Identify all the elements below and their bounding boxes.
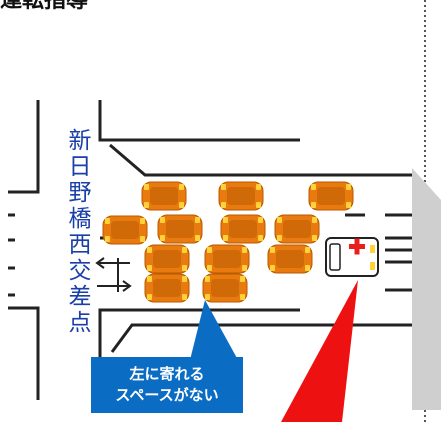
callout-box: 左に寄れる スペースがない [91, 357, 243, 413]
ambulance-icon [325, 237, 379, 277]
lane-markings [345, 213, 412, 292]
callout-line-1: 左に寄れる [129, 365, 205, 383]
page-heading: 運転指導 [0, 0, 89, 13]
callout-pointer [190, 300, 238, 360]
car-icon [102, 181, 354, 303]
callout-line-2: スペースがない [115, 386, 219, 404]
cross-road [8, 100, 40, 400]
next-panel-arrow [412, 168, 441, 410]
red-pointer [281, 280, 358, 422]
arrow-left-right-icon [95, 257, 132, 292]
cross-road-markings [8, 213, 15, 297]
intersection-label: 新日野橋西交差点 [64, 128, 90, 336]
